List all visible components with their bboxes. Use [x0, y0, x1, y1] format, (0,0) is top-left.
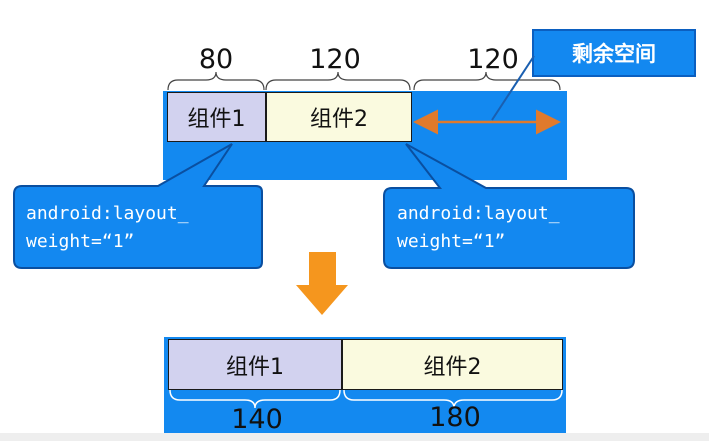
width-label-120-b: 120 — [467, 44, 519, 75]
width-label-140: 140 — [231, 404, 283, 435]
width-label-180: 180 — [429, 402, 481, 433]
brace-80 — [167, 71, 265, 91]
down-arrow-icon — [296, 252, 348, 315]
brace-120-a — [265, 71, 411, 91]
bottom-component-2-label: 组件2 — [423, 354, 482, 380]
left-callout-bubble — [13, 143, 263, 269]
left-callout-text: android:layout_ weight=“1” — [26, 203, 189, 252]
top-component-1-label: 组件1 — [187, 107, 246, 132]
brace-140 — [169, 389, 341, 409]
bottom-strip — [0, 433, 709, 441]
top-component-1: 组件1 — [167, 92, 266, 142]
right-callout-text: android:layout_ weight=“1” — [397, 203, 560, 252]
width-label-120-a: 120 — [309, 44, 361, 75]
remaining-space-label: 剩余空间 — [532, 29, 696, 77]
brace-180 — [343, 389, 563, 409]
label-connector-line — [491, 55, 535, 121]
top-component-2-label: 组件2 — [310, 107, 368, 132]
right-callout-bubble — [383, 143, 635, 269]
remaining-space-text: 剩余空间 — [572, 42, 656, 66]
top-component-2: 组件2 — [266, 92, 412, 142]
brace-120-b — [413, 71, 561, 91]
bottom-component-1-label: 组件1 — [226, 354, 284, 380]
width-label-80: 80 — [198, 44, 234, 75]
bottom-component-2: 组件2 — [342, 339, 563, 390]
bottom-component-1: 组件1 — [168, 339, 342, 390]
